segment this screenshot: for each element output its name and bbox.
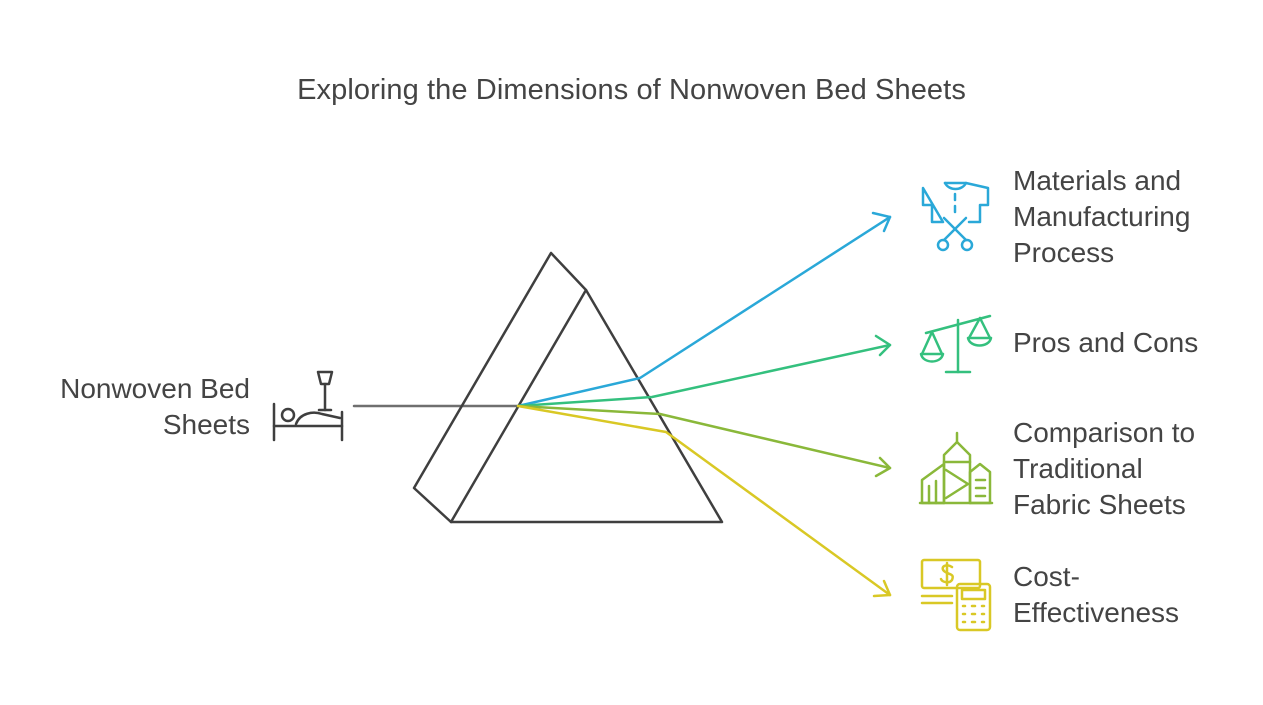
branch-label-comparison: Comparison to Traditional Fabric Sheets — [1013, 415, 1195, 523]
branch-label-pros-cons-line-1: Pros and Cons — [1013, 327, 1199, 358]
branch-label-cost-line-2: Effectiveness — [1013, 597, 1180, 628]
diagram-title: Exploring the Dimensions of Nonwoven Bed… — [297, 74, 966, 106]
prism-shape — [412, 251, 724, 524]
branch-label-comparison-line-1: Comparison to — [1013, 417, 1196, 448]
buildings-icon — [918, 431, 994, 505]
beam-comparison — [516, 404, 892, 478]
branch-label-cost-line-1: Cost- — [1013, 561, 1080, 592]
branch-label-comparison-line-2: Traditional — [1013, 453, 1143, 484]
source-label-line-2: Sheets — [162, 409, 250, 440]
beam-pros-cons — [516, 334, 892, 408]
balance-scale-icon — [919, 314, 993, 374]
money-calculator-icon — [920, 558, 992, 632]
beam-materials — [516, 211, 892, 408]
branch-label-pros-cons: Pros and Cons — [1013, 325, 1198, 361]
branch-label-materials-line-2: Manufacturing — [1013, 201, 1191, 232]
shirt-scissors-icon — [921, 181, 990, 252]
source-label: Nonwoven Bed Sheets — [60, 371, 250, 443]
beam-cost — [516, 404, 892, 598]
branch-label-materials-line-1: Materials and — [1013, 165, 1182, 196]
branch-label-comparison-line-3: Fabric Sheets — [1013, 489, 1186, 520]
branch-label-materials: Materials and Manufacturing Process — [1013, 163, 1190, 271]
source-label-line-1: Nonwoven Bed — [60, 373, 250, 404]
branch-label-cost: Cost- Effectiveness — [1013, 559, 1179, 631]
branch-label-materials-line-3: Process — [1013, 237, 1115, 268]
bed-with-lamp-icon — [272, 370, 344, 442]
